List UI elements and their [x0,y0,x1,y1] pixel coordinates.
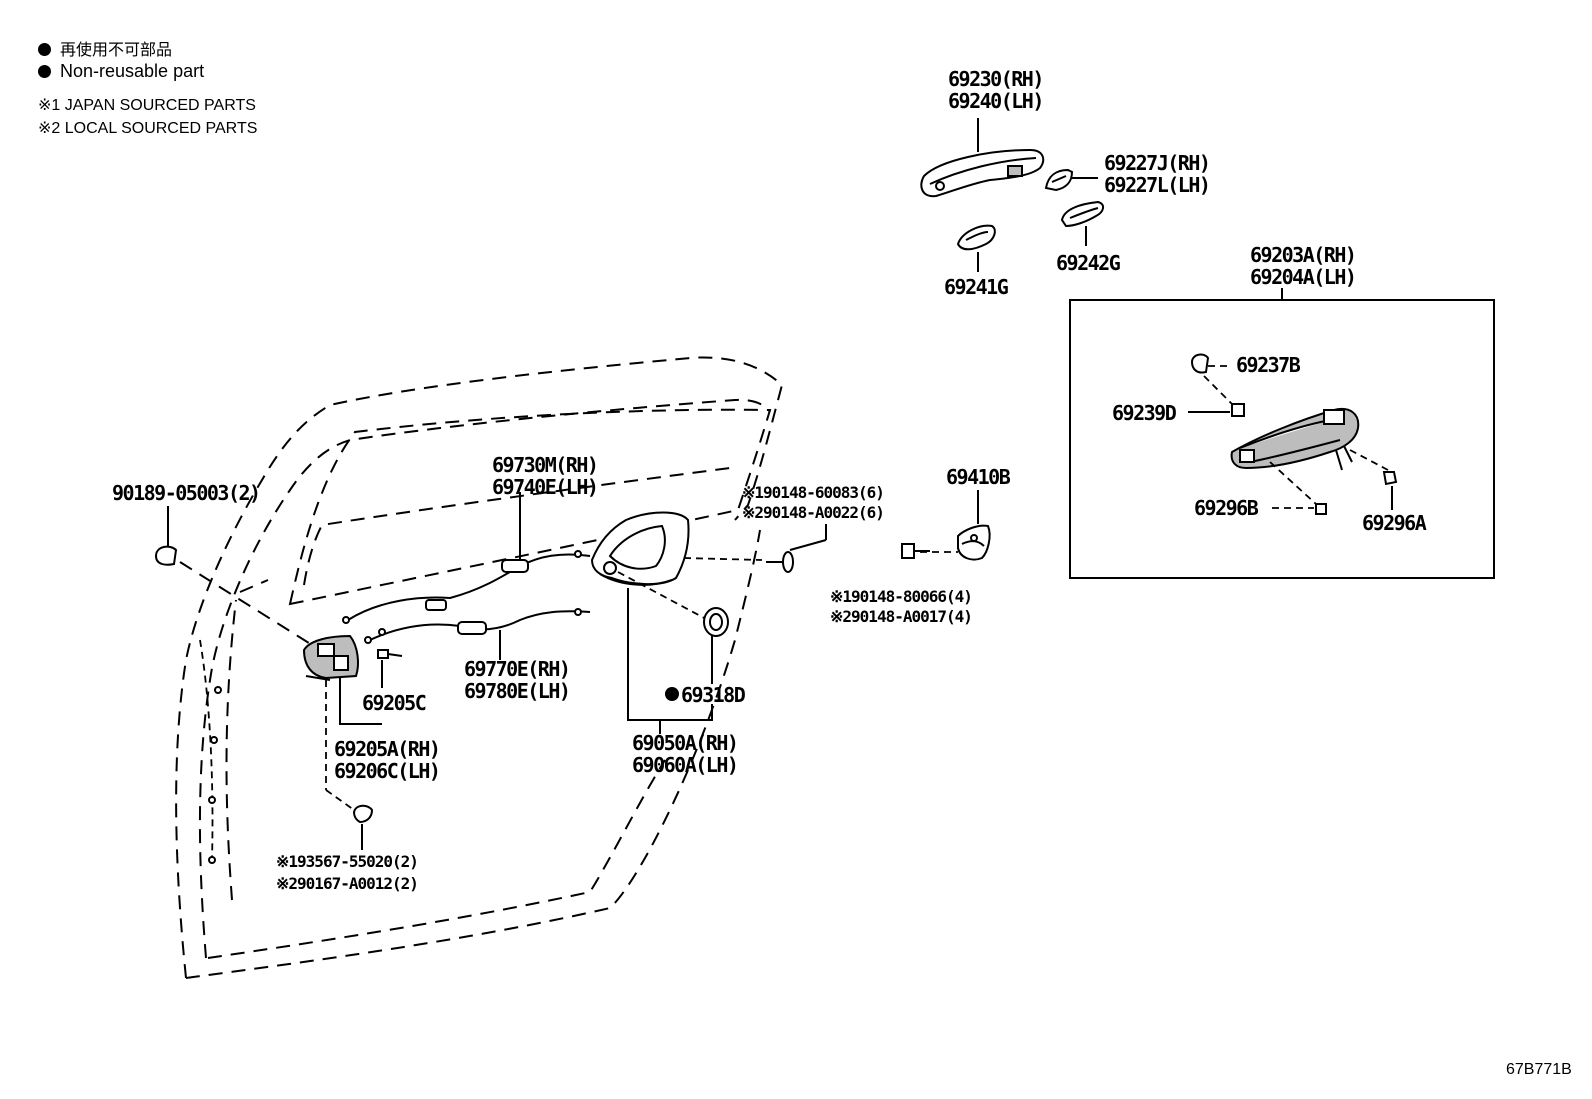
label-69318d: 69318D [681,683,746,707]
label-69296a: 69296A [1362,511,1427,535]
label-69239d: 69239D [1112,401,1177,425]
screw-69296b [1315,503,1327,515]
label-69770e: 69770E(RH) [464,657,569,681]
label-69227l: 69227L(LH) [1104,173,1209,197]
bullet-icon [38,65,51,78]
screw-93567 [352,804,374,824]
label-90148-a0017: ※290148-A0017(4) [830,607,972,626]
part-69237b [1190,353,1210,374]
label-90167: ※290167-A0012(2) [276,874,418,893]
label-69206c: 69206C(LH) [334,759,439,783]
cable-69730m [342,550,591,624]
legend-japanese: 再使用不可部品 [38,36,172,60]
door-lock-69205a [302,634,359,681]
label-69203a: 69203A(RH) [1250,243,1355,267]
screw-90148-4 [901,543,930,559]
screw-69296a [1382,471,1398,486]
cable-end-69205c [377,649,403,659]
door-outline [175,356,784,979]
label-69240: 69240(LH) [948,89,1043,113]
label-69410b: 69410B [946,465,1011,489]
diagram-code: 67B771B [1506,1061,1572,1078]
label-69204a: 69204A(LH) [1250,265,1355,289]
label-69227j: 69227J(RH) [1104,151,1209,175]
door-hole [210,736,218,744]
pad-69242g [1060,200,1104,228]
label-69050a: 69050A(RH) [632,731,737,755]
pad-69241g [956,224,996,251]
label-69730m: 69730M(RH) [492,453,597,477]
cushion-90189 [154,545,178,566]
label-69230: 69230(RH) [948,67,1043,91]
part-69239d [1231,403,1245,417]
label-90148-a0022: ※290148-A0022(6) [742,503,884,522]
label-90148-60083: ※190148-60083(6) [742,483,884,502]
leader-90148-6 [789,539,827,551]
label-69296b: 69296B [1194,496,1259,520]
outside-handle [920,148,1045,198]
dash-69296a [1349,449,1389,471]
dash-90189-lock [179,561,321,651]
label-69060a: 69060A(LH) [632,753,737,777]
label-69740e: 69740E(LH) [492,475,597,499]
frame-assy-box [1069,299,1495,579]
door-hole [214,686,222,694]
screw-90148-6 [766,551,794,573]
label-69241g: 69241G [944,275,1009,299]
label-69205c: 69205C [362,691,426,715]
dash-69050-screw [683,557,763,561]
cover-69227 [1044,168,1074,192]
label-69205a: 69205A(RH) [334,737,439,761]
door-hole [208,856,216,864]
dash-lock-screw2 [325,789,355,811]
inside-handle-69050a [590,511,690,586]
label-90189: 90189-05003(2) [112,481,260,505]
label-69780e: 69780E(LH) [464,679,569,703]
legend-local-sourced: ※2 LOCAL SOURCED PARTS [38,120,258,137]
bracket-69050a [627,588,713,721]
label-69237b: 69237B [1236,353,1301,377]
label-90148-80066: ※190148-80066(4) [830,587,972,606]
striker-69410b [957,524,991,561]
legend-japanese-text: 再使用不可部品 [60,42,173,59]
legend-non-reusable-text: Non-reusable part [60,61,205,81]
label-93567: ※193567-55020(2) [276,852,418,871]
dash-69318d [617,571,709,621]
bezel-69318d [703,607,729,637]
label-69242g: 69242G [1056,251,1121,275]
door-hole [208,796,216,804]
legend-non-reusable: Non-reusable part [38,61,204,82]
non-reusable-bullet-icon [665,687,679,701]
bullet-icon [38,43,51,56]
dash-69296b [1269,461,1317,505]
legend-japan-sourced: ※1 JAPAN SOURCED PARTS [38,97,256,114]
bracket-69205a [339,678,382,725]
frame-assy [1230,408,1360,471]
cable-69770e [364,608,591,644]
